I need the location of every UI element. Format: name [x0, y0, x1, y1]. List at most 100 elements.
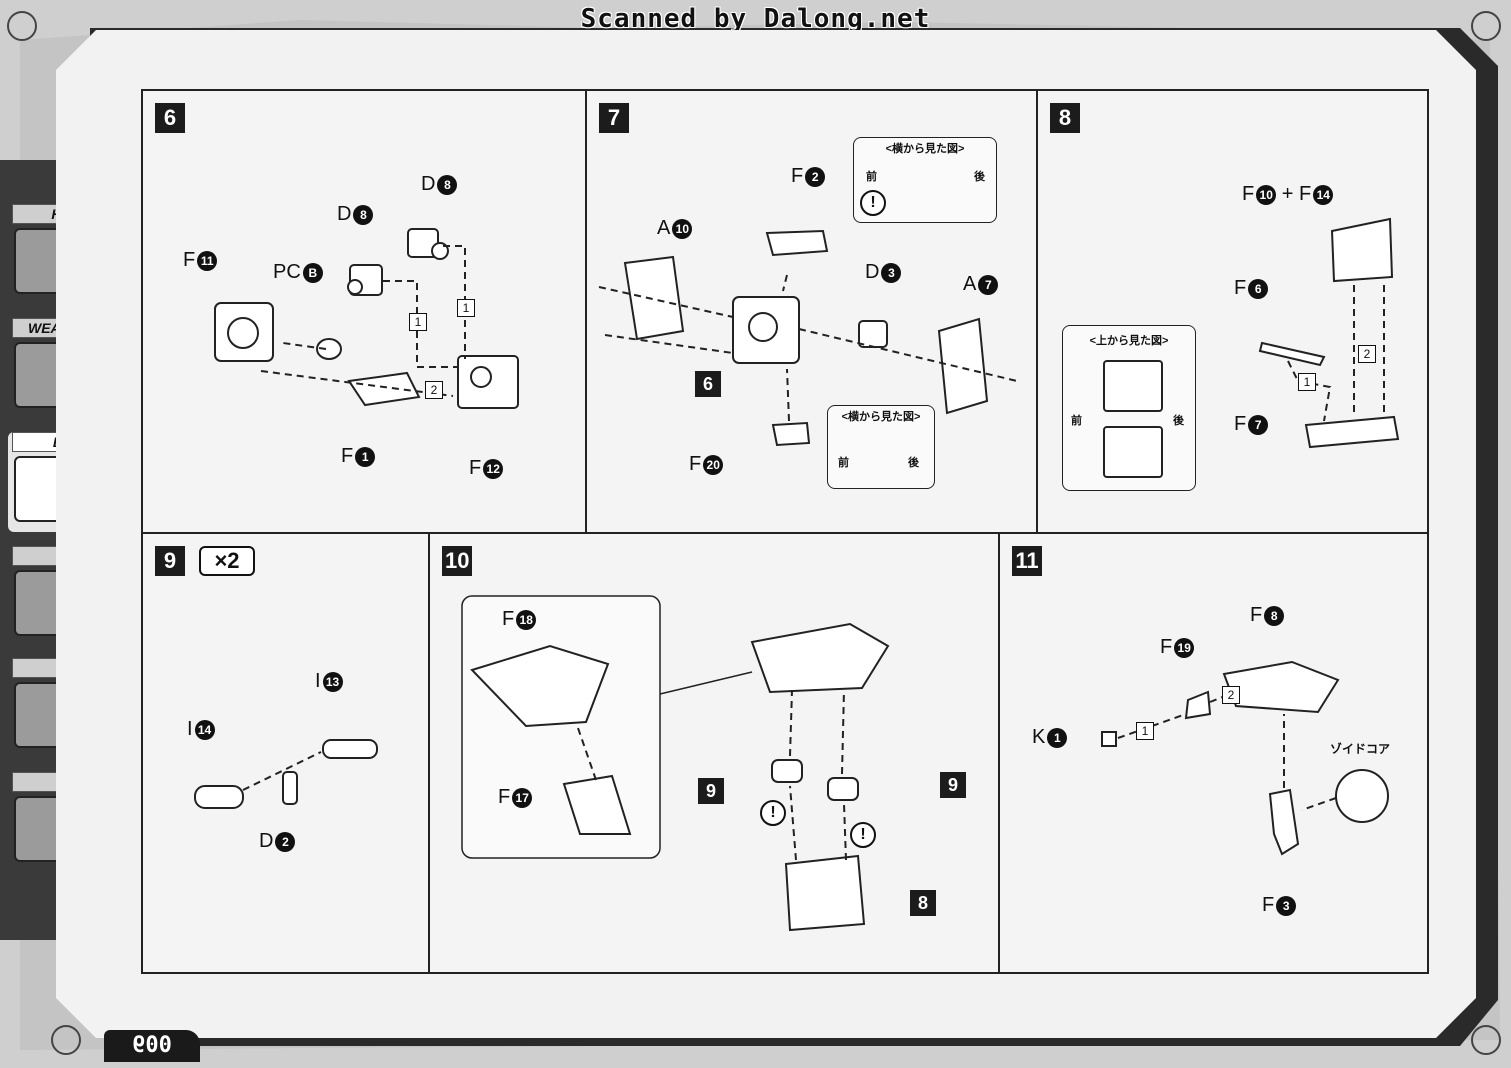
- runner-k: K: [1032, 726, 1046, 748]
- runner-f: F: [1242, 183, 1255, 205]
- part-d2-icon: [282, 771, 298, 805]
- step-ref-6: 6: [695, 371, 721, 397]
- runner-f: F: [341, 445, 354, 467]
- front-label: 前: [866, 171, 877, 183]
- step-8-number: 8: [1050, 103, 1080, 133]
- sequence-marker: 2: [1222, 686, 1240, 704]
- sequence-marker: 2: [425, 381, 443, 399]
- part-number-badge: 19: [1174, 637, 1195, 658]
- part-k1-icon: [1101, 731, 1117, 747]
- corner-bolt-icon: [7, 11, 37, 41]
- runner-f: F: [1262, 894, 1275, 916]
- corner-bolt-icon: [1471, 1025, 1501, 1055]
- sequence-marker: 1: [1136, 722, 1154, 740]
- part-f7-icon: [1304, 415, 1400, 449]
- step-11-number: 11: [1012, 546, 1042, 576]
- back-label: 後: [974, 171, 985, 183]
- part-number-badge: 11: [197, 250, 218, 271]
- runner-f: F: [1234, 413, 1247, 435]
- top-view-plate-icon: [1103, 360, 1163, 412]
- callout-title: <横から見た図>: [841, 411, 921, 423]
- warning-icon: !: [850, 822, 876, 848]
- runner-f: F: [1299, 183, 1312, 205]
- part-number-badge: 7: [978, 274, 999, 295]
- page-number: 009: [132, 1033, 172, 1058]
- warning-icon: !: [760, 800, 786, 826]
- step-7-diagram: [598, 229, 1018, 447]
- step8-assembly-icon: [784, 854, 866, 932]
- step-8-diagram: [1258, 217, 1400, 449]
- sequence-marker: 1: [1298, 373, 1316, 391]
- runner-d: D: [259, 830, 274, 852]
- part-i14-icon: [194, 785, 244, 809]
- runner-f: F: [689, 453, 702, 475]
- part-f6-icon: [1258, 341, 1326, 367]
- part-number-badge: 10: [672, 218, 693, 239]
- step-6-number: 6: [155, 103, 185, 133]
- runner-f: F: [1234, 277, 1247, 299]
- quantity-multiplier: ×2: [199, 546, 255, 576]
- scan-watermark: Scanned by Dalong.net: [580, 4, 931, 34]
- part-number-badge: 2: [275, 831, 296, 852]
- corner-bolt-icon: [51, 1025, 81, 1055]
- part-number-badge: 3: [1276, 895, 1297, 916]
- top-view-plate-icon: [1103, 426, 1163, 478]
- corner-bolt-icon: [1471, 11, 1501, 41]
- part-f10-f14-icon: [1330, 217, 1394, 283]
- part-pcb-icon: [316, 338, 342, 360]
- part-a10-icon: [623, 255, 685, 341]
- runner-f: F: [469, 457, 482, 479]
- bust-chassis-icon: [750, 622, 890, 694]
- step-6-diagram: [214, 228, 519, 409]
- part-f2-icon: [765, 229, 829, 257]
- warning-icon: !: [860, 190, 886, 216]
- part-f20-icon: [771, 421, 811, 447]
- runner-a: A: [963, 273, 977, 295]
- sequence-marker: 2: [1358, 345, 1376, 363]
- top-view-callout: <上から見た図> 前 後: [1062, 325, 1196, 491]
- runner-f: F: [1160, 636, 1173, 658]
- back-label: 後: [1173, 415, 1184, 427]
- front-label: 前: [838, 457, 849, 469]
- sequence-marker: 1: [409, 313, 427, 331]
- runner-pc: PC: [273, 261, 301, 283]
- runner-d: D: [421, 173, 436, 195]
- step-9-number: 9: [155, 546, 185, 576]
- part-number-badge: 2: [805, 166, 826, 187]
- part-number-badge: 10: [1256, 184, 1277, 205]
- part-number-badge: 8: [437, 174, 458, 195]
- callout-title: <上から見た図>: [1089, 335, 1169, 347]
- runner-f: F: [498, 786, 511, 808]
- part-number-badge: 14: [1313, 184, 1334, 205]
- step9-assembly-left-icon: [771, 759, 803, 783]
- step-ref-9: 9: [698, 778, 724, 804]
- step-7-number: 7: [599, 103, 629, 133]
- runner-a: A: [657, 217, 671, 239]
- back-label: 後: [908, 457, 919, 469]
- side-view-callout: <横から見た図> 前 後 !: [853, 137, 997, 223]
- runner-i: I: [187, 718, 193, 740]
- step9-assembly-right-icon: [827, 777, 859, 801]
- part-number-badge: 13: [322, 671, 343, 692]
- part-number-badge: 14: [194, 719, 215, 740]
- part-number-badge: 20: [703, 454, 724, 475]
- part-f1-icon: [347, 371, 421, 407]
